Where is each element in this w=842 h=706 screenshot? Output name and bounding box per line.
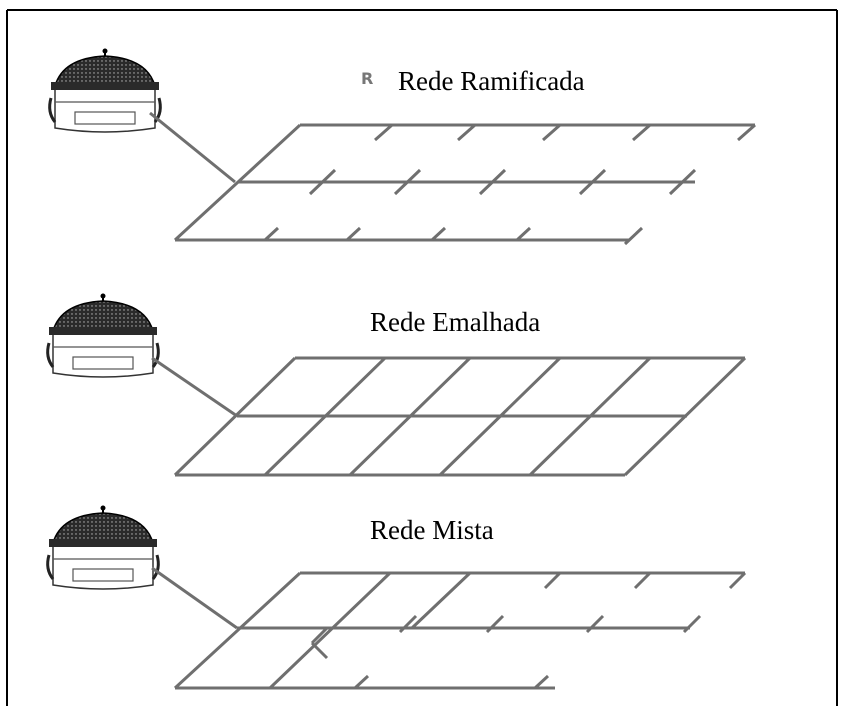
label-rede-emalhada: Rede Emalhada (370, 307, 541, 337)
panel-ramificada (48, 47, 756, 246)
panel-mista (46, 504, 747, 690)
label-rede-mista: Rede Mista (370, 515, 494, 545)
reservoir-tank-icon (48, 47, 162, 134)
network-branched (149, 111, 756, 246)
network-mixed (151, 566, 747, 690)
reservoir-tank-icon (46, 504, 160, 591)
label-rede-ramificada: Rede Ramificada (398, 66, 585, 96)
frame (6, 9, 838, 706)
reservoir-tank-icon (46, 292, 160, 379)
panel-emalhada (46, 292, 747, 477)
marker-letter: R (361, 69, 374, 88)
network-looped (151, 356, 747, 477)
